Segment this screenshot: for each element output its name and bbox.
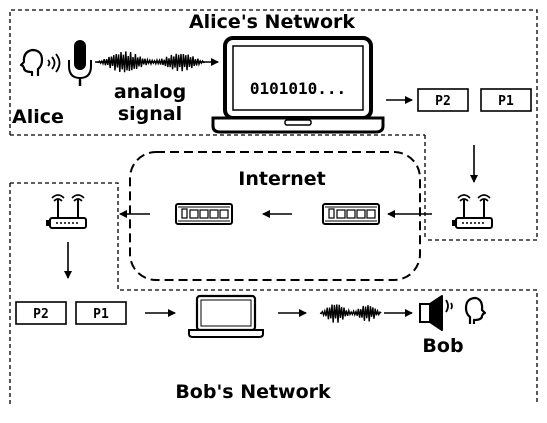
bob-network-boundary — [9, 182, 538, 405]
packet-p2-bob: P2 — [15, 301, 67, 325]
packet-p2-alice-label: P2 — [435, 94, 451, 109]
speaker-icon — [419, 295, 443, 331]
packet-p2-alice: P2 — [417, 88, 469, 112]
alice-label: Alice — [12, 106, 64, 128]
binary-data: 0101010... — [250, 79, 346, 98]
packet-p1-bob: P1 — [75, 301, 127, 325]
internet-title: Internet — [238, 168, 325, 190]
bob-network-title: Bob's Network — [175, 381, 331, 403]
analog-label-line1: analog — [114, 81, 186, 103]
bob-analog-waveform — [319, 304, 382, 323]
bob-label: Bob — [422, 335, 463, 357]
packet-p1-alice: P1 — [480, 88, 532, 112]
bob-router-icon — [45, 194, 87, 229]
alice-network-title: Alice's Network — [189, 11, 355, 33]
alice-router-icon — [451, 194, 493, 229]
network-switch-left-icon — [175, 203, 233, 225]
alice-laptop-icon — [211, 36, 385, 134]
bob-laptop-icon — [188, 294, 264, 338]
packet-p1-alice-label: P1 — [498, 94, 514, 109]
speaking-head-icon — [19, 48, 61, 78]
analog-label-line2: signal — [118, 103, 182, 125]
packet-p2-bob-label: P2 — [33, 307, 49, 322]
packet-p1-bob-label: P1 — [93, 307, 109, 322]
alice-network-boundary — [9, 9, 538, 241]
analog-waveform — [96, 51, 206, 73]
listening-head-icon — [445, 296, 487, 324]
microphone-icon — [68, 40, 92, 86]
network-switch-right-icon — [322, 203, 380, 225]
internet-boundary — [129, 151, 421, 281]
